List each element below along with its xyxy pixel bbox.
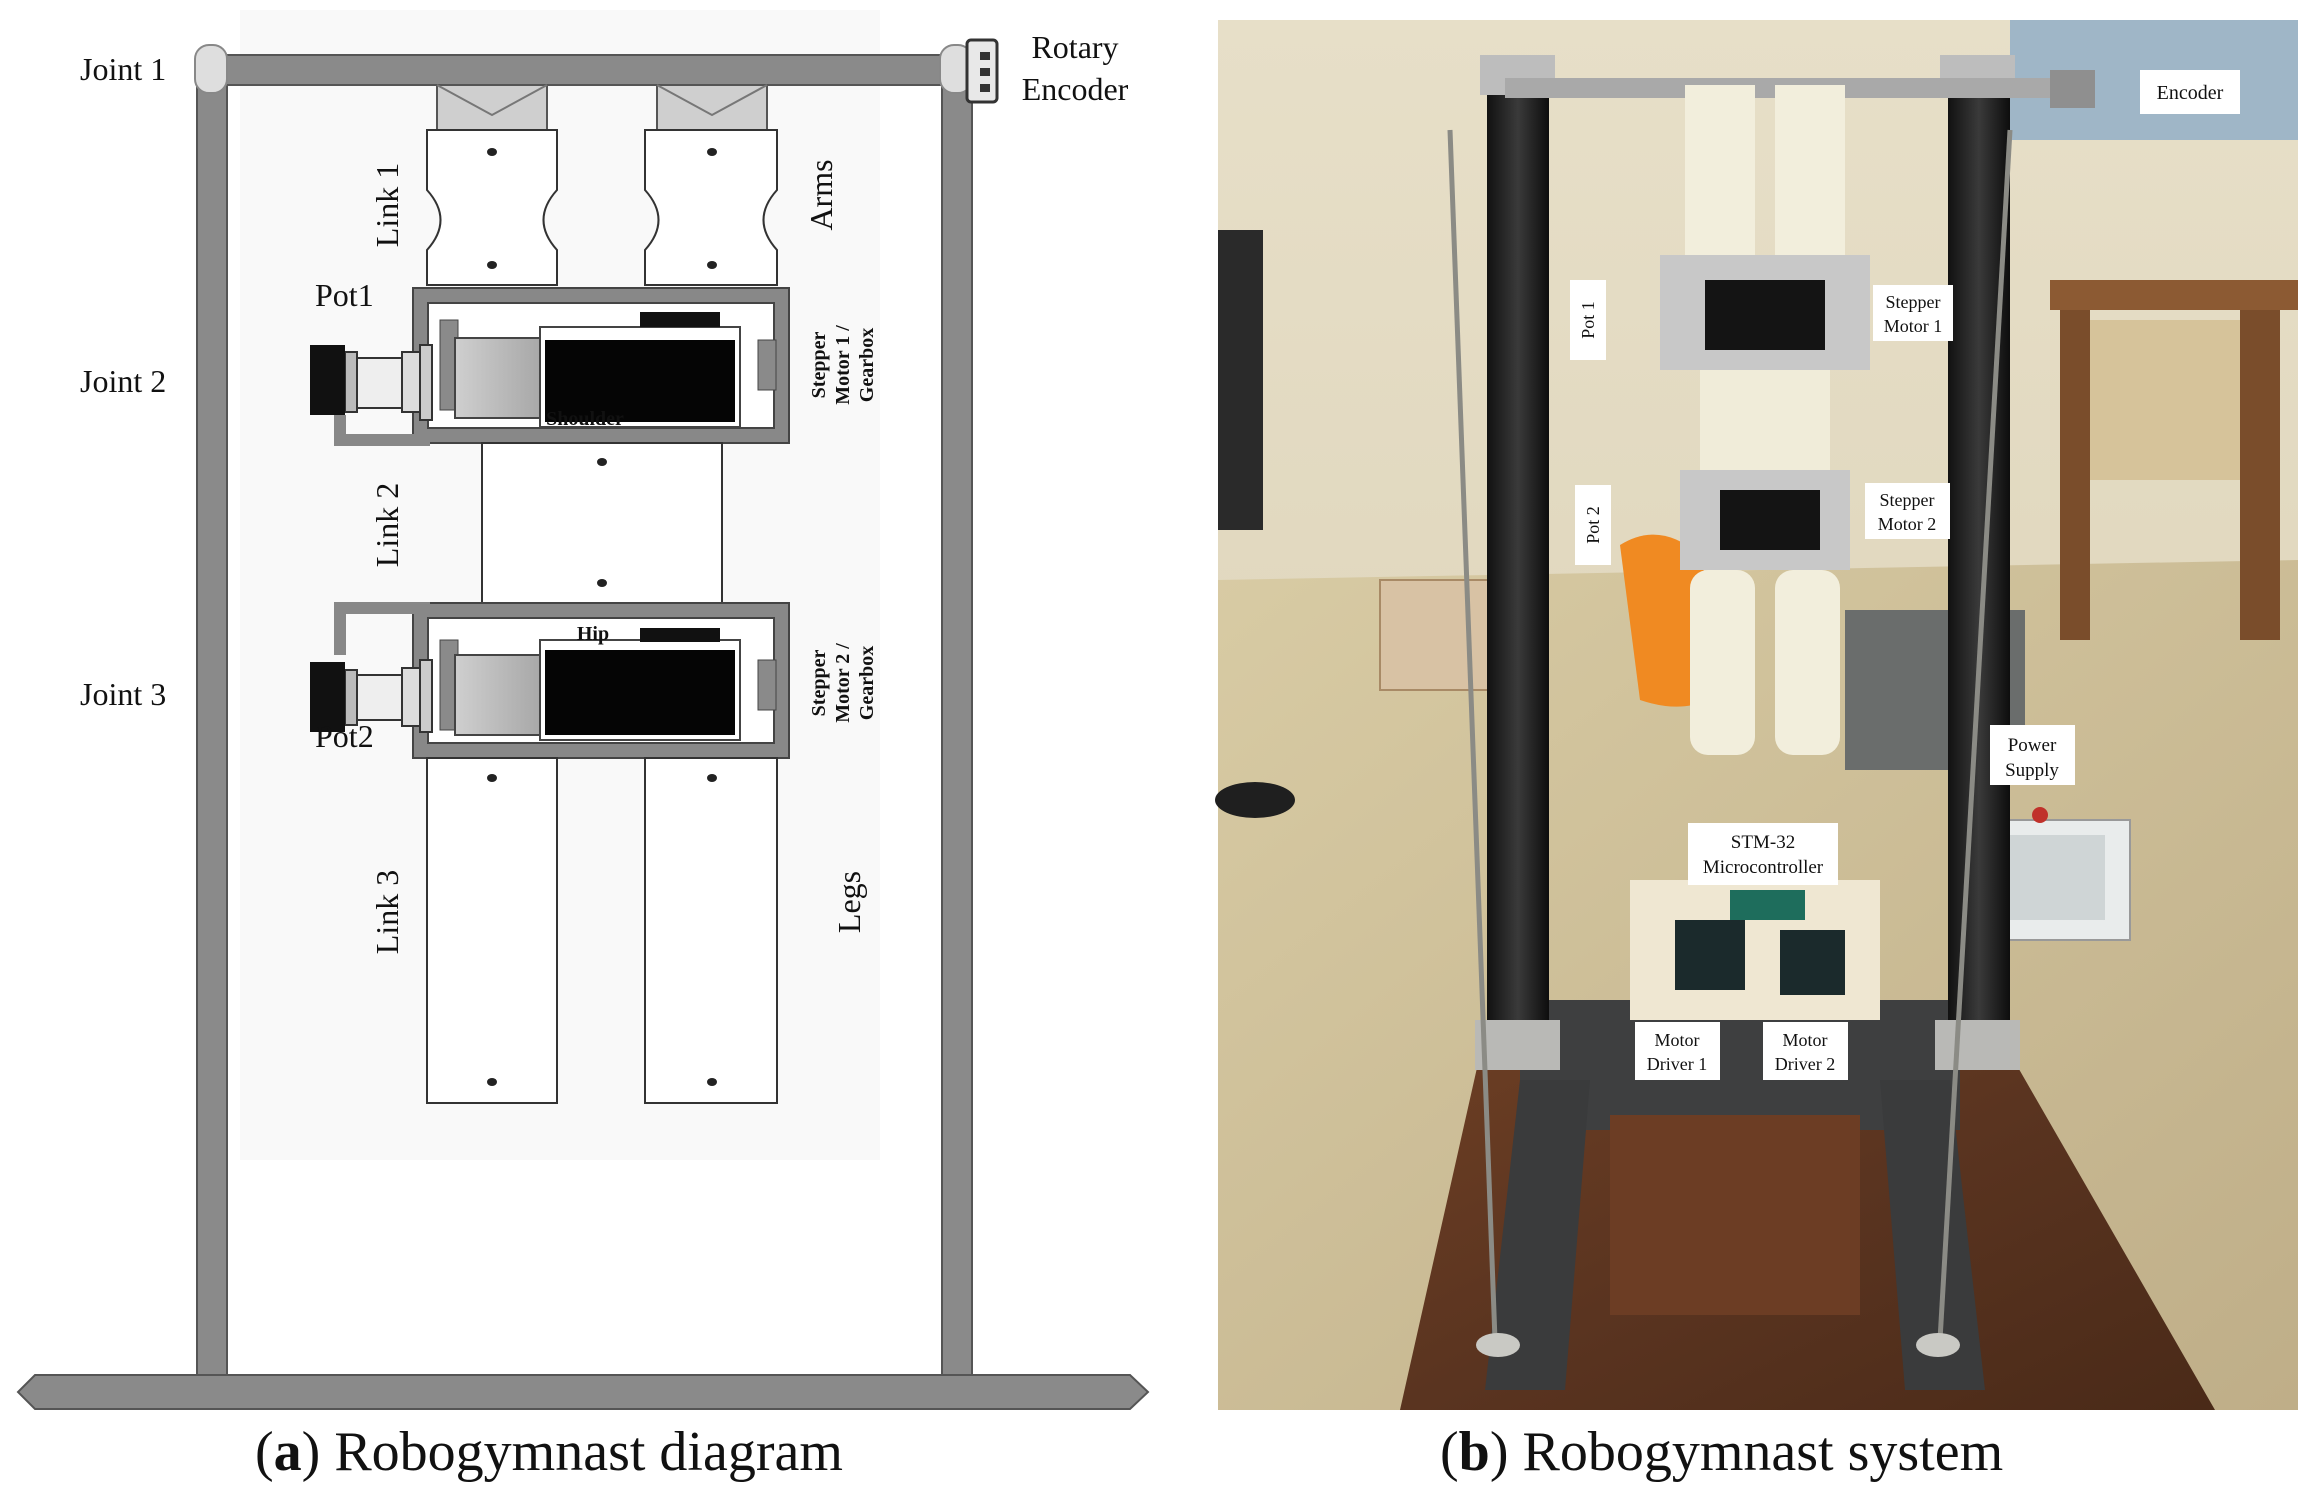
photo-upper-arm-left — [1685, 85, 1755, 270]
motor-driver-1-label-box — [1635, 1022, 1720, 1080]
photo-left-foot-bolt — [1476, 1333, 1520, 1357]
stepper-motor-1-label: Stepper Motor 1 / Gearbox — [808, 325, 878, 405]
svg-text:Stepper: Stepper — [808, 332, 830, 399]
pot-1-label: Pot 1 — [1578, 301, 1598, 339]
photo-torso — [1700, 370, 1830, 470]
joint-1-label: Joint 1 — [80, 51, 166, 87]
photo-right-pole-clamp — [1935, 1020, 2020, 1070]
link-2-body — [481, 442, 723, 604]
rotary-encoder-label-line2: Encoder — [1022, 71, 1129, 107]
stepper-motor-1-photo-label-line1: Stepper — [1886, 292, 1941, 312]
link-2-label: Link 2 — [369, 483, 405, 567]
stepper-motor-2-label: Stepper Motor 2 / Gearbox — [808, 643, 878, 723]
panel-b-photo: Encoder Pot 1 Pot 2 Stepper Motor 1 Step… — [1215, 20, 2298, 1410]
caption-a-letter: a — [273, 1421, 302, 1483]
encoder-label-box — [2140, 70, 2240, 114]
joint-1-bearing-left — [194, 44, 228, 94]
rotary-encoder-icon — [965, 38, 999, 104]
stepper-motor-1-photo-label-box — [1873, 285, 1953, 341]
photo-microcontroller-board — [1730, 890, 1805, 920]
pot1-label: Pot1 — [315, 277, 374, 313]
stm32-label-box — [1688, 823, 1838, 885]
frame-post-right — [941, 59, 973, 1376]
photo-leg-right — [1775, 570, 1840, 755]
photo-hip-motor — [1720, 490, 1820, 550]
base-rail — [16, 1374, 1150, 1410]
link-1-label: Link 1 — [369, 163, 405, 247]
motor-driver-2-label-line1: Motor — [1783, 1030, 1828, 1050]
power-supply-label-line1: Power — [2008, 735, 2057, 756]
pot2-label: Pot2 — [315, 718, 374, 754]
link-1-right-arm — [644, 84, 778, 286]
frame-post-left — [196, 59, 228, 1376]
caption-a-text: Robogymnast diagram — [334, 1421, 843, 1483]
svg-text:Stepper: Stepper — [808, 650, 830, 717]
caption-b-text: Robogymnast system — [1522, 1421, 2004, 1483]
photo-desk — [2050, 280, 2298, 640]
stepper-motor-2-photo-label-line2: Motor 2 — [1878, 514, 1937, 534]
photo-right-pole — [1948, 65, 2010, 1040]
stepper-motor-2-photo-label-box — [1865, 483, 1950, 539]
pot-2-label: Pot 2 — [1583, 506, 1603, 544]
photo-steel-foot-left — [1485, 1080, 1590, 1390]
motor-driver-1-label-line1: Motor — [1655, 1030, 1700, 1050]
photo-motor-driver-1-module — [1675, 920, 1745, 990]
caption-b: (b) Robogymnast system — [1440, 1421, 2004, 1483]
photo-right-foot-bolt — [1916, 1333, 1960, 1357]
arms-label: Arms — [803, 159, 839, 230]
stepper-motor-2-photo-label-line1: Stepper — [1880, 490, 1935, 510]
rotary-encoder-label-line1: Rotary — [1031, 29, 1118, 65]
svg-text:Gearbox: Gearbox — [856, 328, 878, 402]
motor-driver-2-label-box — [1763, 1022, 1848, 1080]
stepper-motor-1-photo-label-line2: Motor 1 — [1884, 316, 1943, 336]
link-3-left-leg — [426, 757, 558, 1104]
svg-text:Motor 2 /: Motor 2 / — [832, 643, 854, 723]
stm32-label-line1: STM-32 — [1731, 832, 1795, 853]
photo-right-cable — [1937, 129, 2013, 1341]
power-supply-label-box — [1990, 725, 2075, 785]
stm32-label-line2: Microcontroller — [1703, 857, 1824, 878]
svg-text:Gearbox: Gearbox — [856, 646, 878, 720]
photo-left-pole-clamp — [1475, 1020, 1560, 1070]
power-supply-label-line2: Supply — [2005, 760, 2059, 781]
link-3-right-leg — [644, 757, 778, 1104]
legs-label: Legs — [831, 871, 867, 933]
link-1-left-arm — [426, 84, 558, 286]
shoulder-motor-assembly — [310, 287, 790, 446]
motor-driver-2-label-line2: Driver 2 — [1775, 1054, 1835, 1074]
photo-left-cable — [1447, 129, 1498, 1341]
photo-cutout — [1610, 1115, 1860, 1315]
encoder-label: Encoder — [2157, 82, 2224, 104]
caption-a: (a) Robogymnast diagram — [255, 1421, 843, 1483]
pot-2-label-box — [1575, 485, 1611, 565]
photo-steel-foot-right — [1880, 1080, 1985, 1390]
photo-left-pole — [1487, 65, 1549, 1040]
joint-2-label: Joint 2 — [80, 363, 166, 399]
photo-shoulder-motor — [1705, 280, 1825, 350]
pot-1-label-box — [1570, 280, 1606, 360]
caption-b-letter: b — [1458, 1421, 1490, 1483]
motor-driver-1-label-line2: Driver 1 — [1647, 1054, 1707, 1074]
photo-chair — [1215, 230, 1295, 818]
link-3-label: Link 3 — [369, 870, 405, 954]
top-bar — [209, 54, 961, 86]
photo-upper-arm-right — [1775, 85, 1845, 270]
photo-motor-driver-2-module — [1780, 930, 1845, 995]
hip-motor-assembly — [310, 602, 790, 759]
photo-cardboard-box — [1379, 579, 1501, 691]
photo-leg-left — [1690, 570, 1755, 755]
photo-encoder-device — [2050, 70, 2095, 108]
hip-label: Hip — [577, 623, 609, 645]
svg-text:Motor 1 /: Motor 1 / — [832, 325, 854, 405]
shoulder-label: Shoulder — [546, 408, 624, 430]
joint-3-label: Joint 3 — [80, 676, 166, 712]
panel-a-diagram: Joint 1 Joint 2 Joint 3 Rotary Encoder P… — [16, 10, 1150, 1410]
